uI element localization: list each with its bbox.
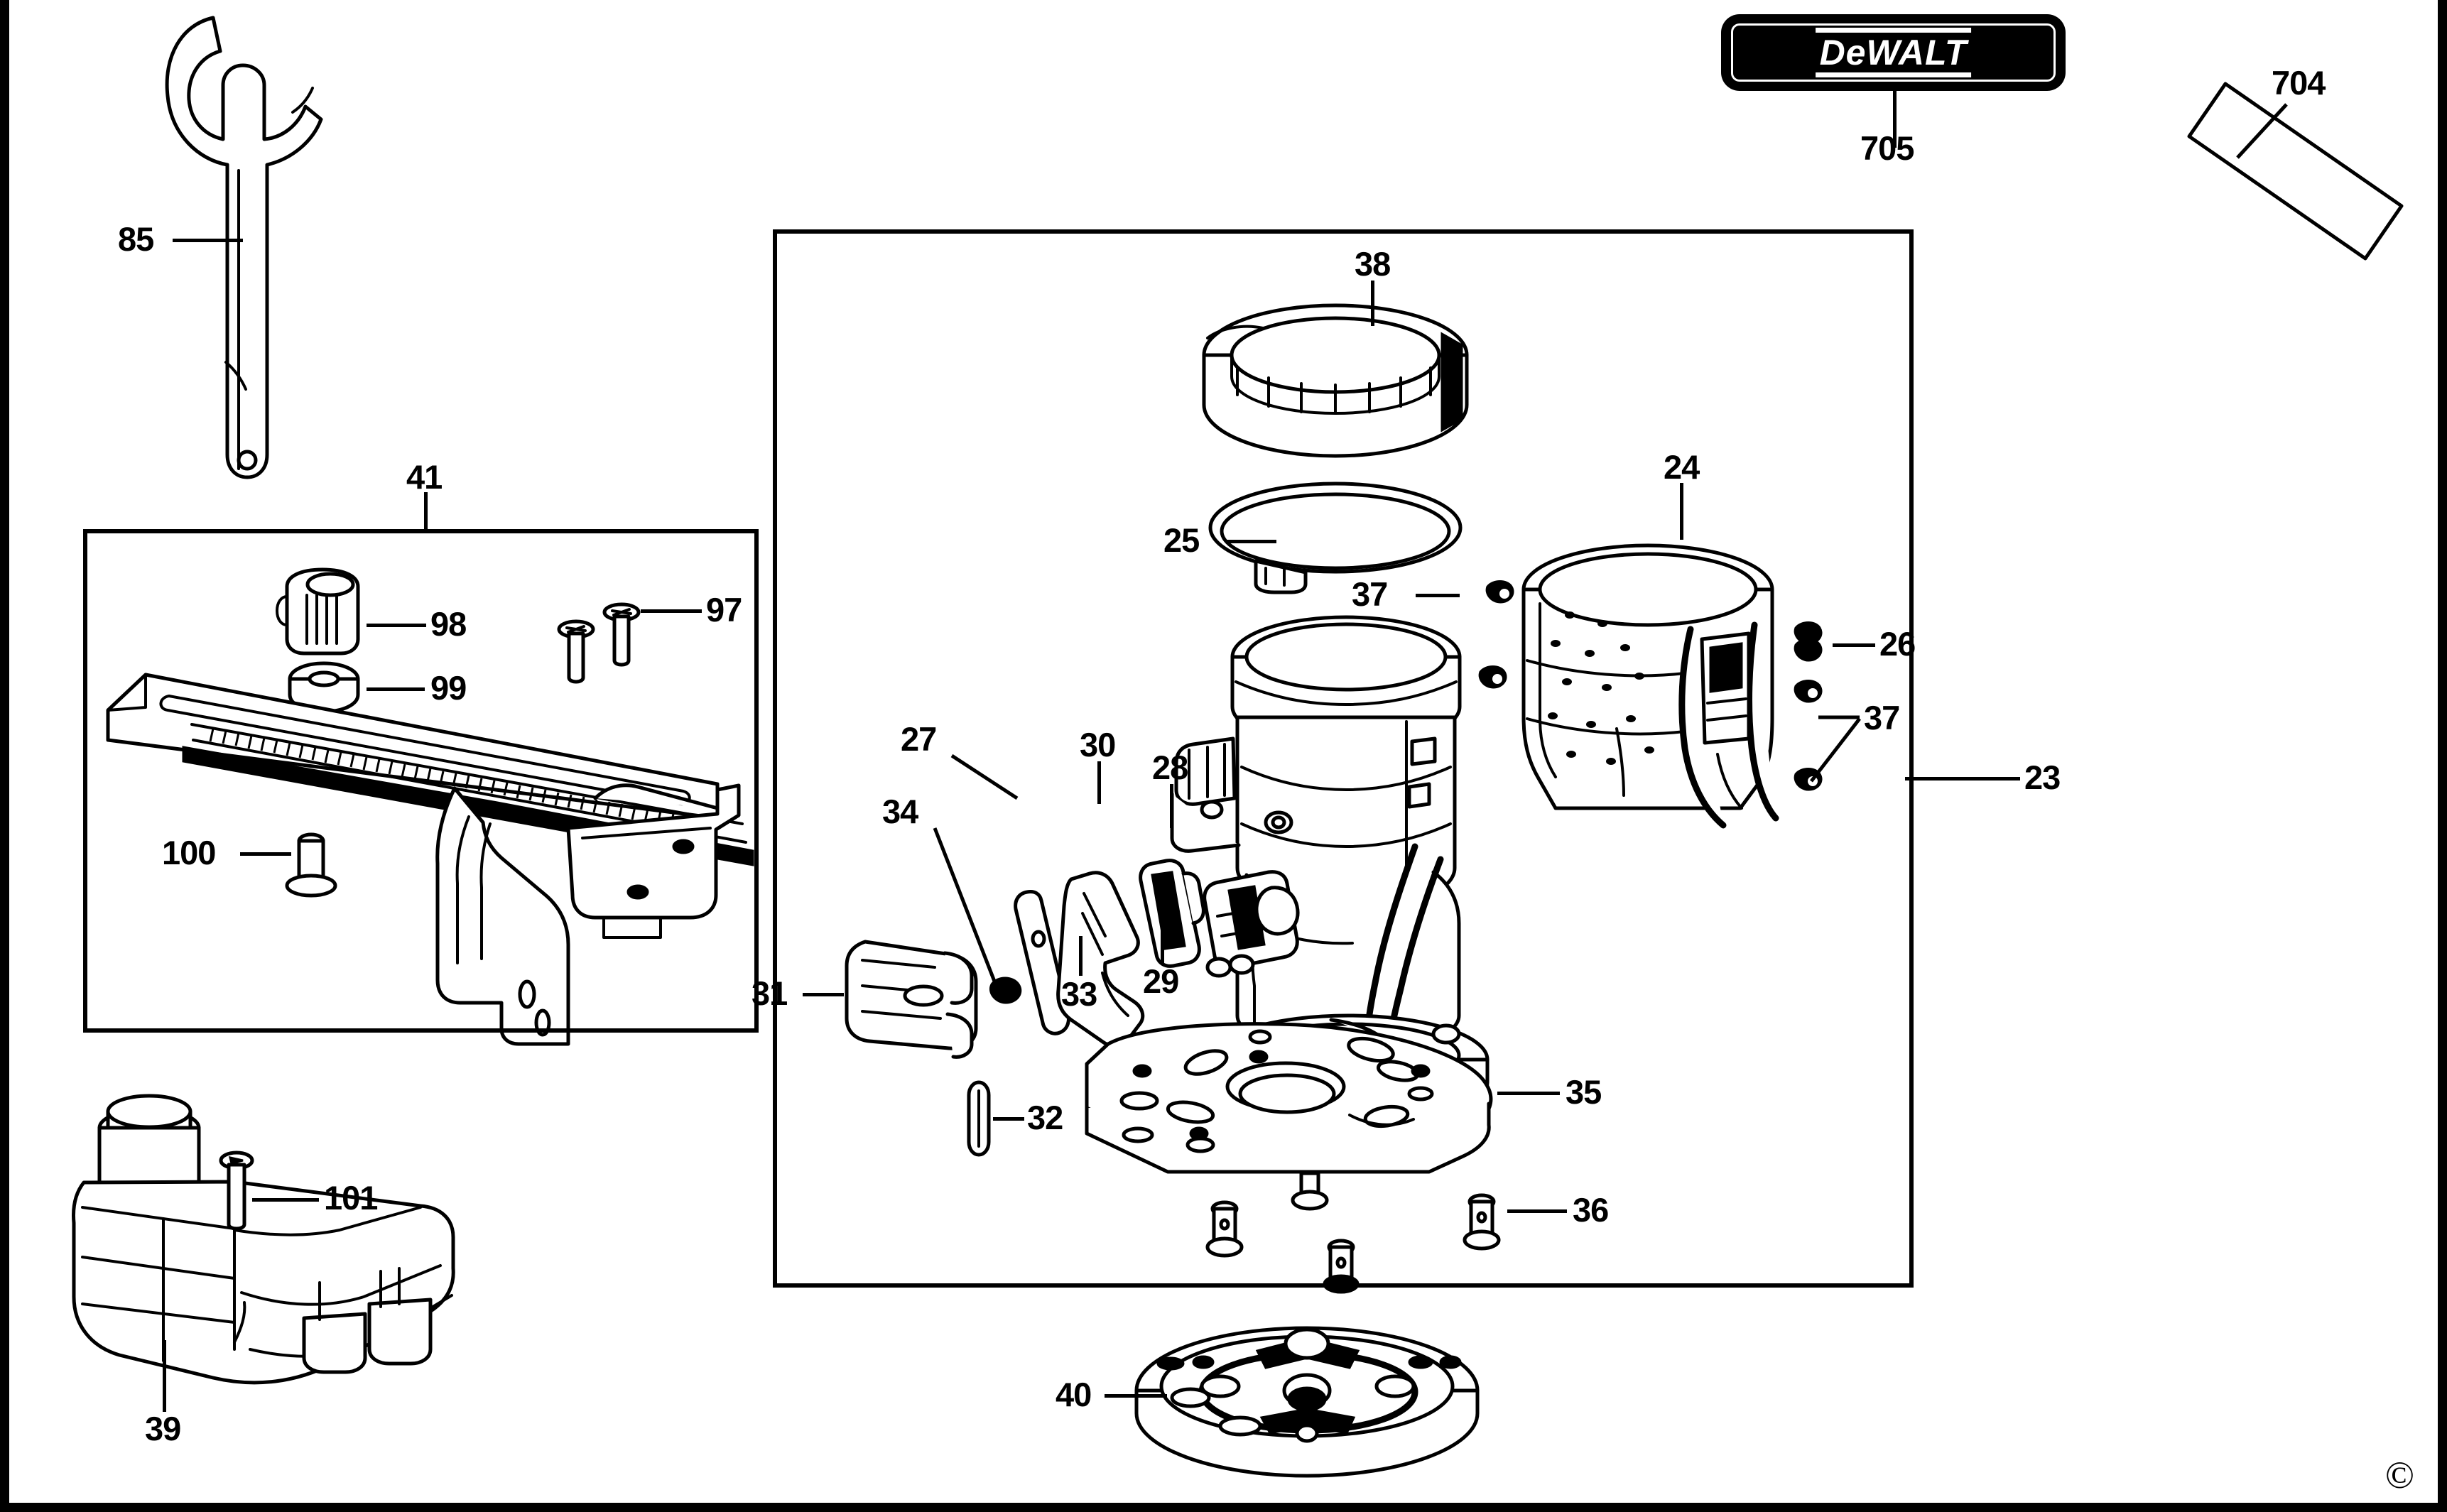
callout-97: 97 — [706, 591, 742, 629]
callout-41: 41 — [406, 458, 443, 496]
leader-26 — [1833, 643, 1875, 647]
part-wrench-85 — [167, 18, 321, 477]
callout-24: 24 — [1664, 448, 1700, 486]
dewalt-nameplate-badge: DeWALT — [1721, 14, 2066, 91]
part-screw-37-left — [1480, 582, 1513, 688]
callout-100: 100 — [162, 834, 216, 871]
callout-705: 705 — [1860, 129, 1914, 167]
callout-36: 36 — [1573, 1191, 1609, 1229]
leader-28 — [1170, 784, 1173, 828]
leader-100 — [240, 852, 291, 856]
part-round-sub-base-40 — [1136, 1328, 1477, 1476]
leader-85 — [173, 239, 243, 242]
page-border-bottom — [0, 1503, 2447, 1512]
leader-23 — [1905, 777, 2020, 781]
callout-33: 33 — [1061, 975, 1097, 1013]
leader-37-left — [1416, 594, 1460, 597]
group-box-fixed-base — [773, 229, 1914, 1288]
part-fastener-26 — [1795, 623, 1821, 661]
part-lever-group — [847, 861, 1298, 1155]
callout-704: 704 — [2272, 64, 2326, 102]
callout-98: 98 — [430, 605, 467, 643]
part-base-shell-24 — [1524, 545, 1776, 825]
leader-29 — [1161, 925, 1164, 963]
page-border-right — [2438, 0, 2447, 1512]
callout-26: 26 — [1879, 625, 1916, 663]
part-clamp-ring-38 — [1204, 305, 1467, 456]
leader-41 — [424, 492, 428, 529]
callout-30: 30 — [1080, 726, 1116, 763]
callout-29: 29 — [1143, 962, 1179, 1000]
part-blank-label-704 — [2189, 84, 2402, 259]
part-gasket-ring-25 — [1210, 484, 1460, 592]
callout-37a: 37 — [1352, 575, 1388, 613]
callout-99: 99 — [430, 669, 467, 707]
callout-37b: 37 — [1864, 699, 1900, 736]
callout-40: 40 — [1056, 1376, 1092, 1413]
part-sub-base-plate-35 — [1087, 1024, 1499, 1293]
copyright-mark: © — [2385, 1454, 2415, 1496]
leader-33 — [1079, 936, 1083, 976]
leader-98 — [367, 624, 426, 627]
leader-40 — [1105, 1394, 1167, 1398]
leader-32 — [993, 1117, 1024, 1121]
leader-31 — [803, 993, 844, 996]
leader-705 — [1893, 91, 1897, 148]
leader-30 — [1097, 761, 1101, 804]
callout-32: 32 — [1027, 1099, 1063, 1136]
nameplate-inner-border — [1731, 23, 2056, 82]
leader-97 — [641, 609, 702, 613]
leader-38 — [1371, 281, 1374, 326]
callout-39: 39 — [145, 1410, 181, 1447]
callout-101: 101 — [324, 1179, 378, 1217]
leader-36 — [1507, 1209, 1567, 1213]
leader-24 — [1680, 483, 1683, 540]
callout-35: 35 — [1566, 1073, 1602, 1111]
leader-99 — [367, 687, 425, 691]
part-edge-guide-41 — [108, 570, 753, 1044]
callout-23: 23 — [2024, 758, 2061, 796]
group-box-edge-guide — [83, 529, 759, 1033]
leader-39 — [163, 1340, 166, 1412]
leader-101 — [252, 1198, 319, 1202]
dewalt-wordmark: DeWALT — [1815, 28, 1972, 77]
callout-38: 38 — [1355, 245, 1391, 283]
page-border-left — [0, 0, 9, 1512]
leader-25 — [1227, 540, 1276, 543]
callout-34: 34 — [882, 793, 918, 830]
leader-35 — [1497, 1092, 1560, 1095]
callout-85: 85 — [118, 220, 154, 258]
callout-25: 25 — [1163, 521, 1200, 559]
callout-27: 27 — [901, 720, 937, 758]
callout-28: 28 — [1152, 749, 1188, 786]
part-dust-shroud-39 — [74, 1096, 454, 1383]
callout-31: 31 — [752, 974, 788, 1012]
